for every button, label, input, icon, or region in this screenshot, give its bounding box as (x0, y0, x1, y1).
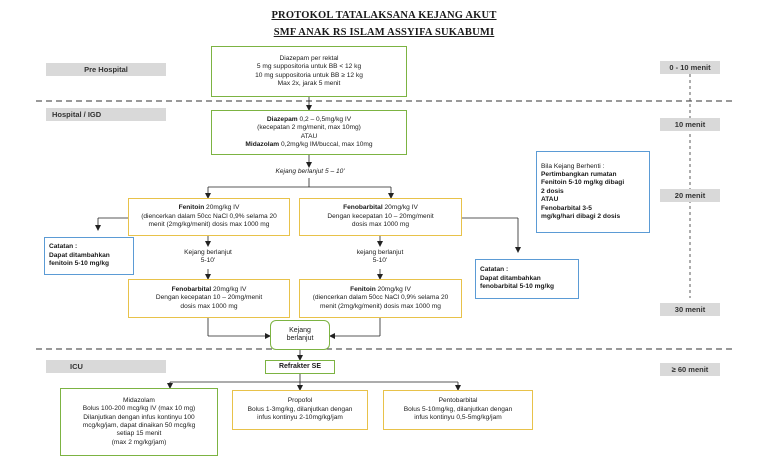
kejang-right-line: 5-10' (372, 257, 388, 265)
propofol-line: Bolus 1-3mg/kg, dilanjutkan dengan (247, 405, 353, 413)
fenitoin-dose: 20mg/kg IV (204, 204, 240, 212)
kejang-berlanjut-right: kejang berlanjut 5-10' (340, 249, 420, 266)
time-60: ≥ 60 menit (660, 363, 720, 376)
kejang-berlanjut-center: Kejang berlanjut (270, 320, 330, 350)
bila-kejang-line: Fenitoin 5-10 mg/kg dibagi (541, 179, 625, 187)
fenitoin-line: (diencerkan dalam 50cc NaCl 0,9% selama … (141, 212, 277, 220)
fenitoin-label: Fenitoin (350, 285, 376, 293)
pentobarbital-line: infus kontinyu 0,5-5mg/kg/jam (414, 414, 502, 422)
kejang-right-line: kejang berlanjut (356, 249, 404, 256)
midazolam-dose: 0,2mg/kg IM/buccal, max 10mg (279, 140, 373, 148)
bila-kejang-berhenti-box: Bila Kejang Berhenti : Pertimbangkan rum… (536, 151, 650, 233)
time-10: 10 menit (660, 118, 720, 131)
midazolam-line: Bolus 100-200 mcg/kg IV (max 10 mg) (82, 405, 196, 413)
kejang-berlanjut-left: Kejang berlanjut 5-10' (168, 249, 248, 266)
phase-icu: ICU (46, 360, 166, 373)
time-20: 20 menit (660, 189, 720, 202)
catatan-left-box: Catatan : Dapat ditambahkan fenitoin 5-1… (44, 237, 134, 275)
catatan-line: Dapat ditambahkan (480, 274, 541, 282)
fenitoin-dose: 20mg/kg IV (375, 285, 411, 293)
pentobarbital-title: Pentobarbital (438, 397, 478, 405)
diazepam-rate: (kecepatan 2 mg/menit, max 10mg) (257, 124, 361, 132)
propofol-box: Propofol Bolus 1-3mg/kg, dilanjutkan den… (232, 390, 368, 430)
time-0-10: 0 - 10 menit (660, 61, 720, 74)
catatan-label: Catatan : (480, 266, 509, 274)
diazepam-rektal-line: 5 mg suppositoria untuk BB < 12 kg (256, 63, 362, 71)
midazolam-line: (max 2 mg/kg/jam) (111, 438, 167, 446)
catatan-label: Catatan : (49, 243, 78, 251)
fenobarbital-line: Dengan kecepatan 10 – 20mg/menit (155, 294, 263, 302)
midazolam-label: Midazolam (245, 140, 280, 148)
catatan-line: fenitoin 5-10 mg/kg (49, 260, 110, 268)
fenobarbital-line: dosis max 1000 mg (180, 302, 238, 310)
bila-kejang-title: Bila Kejang Berhenti : (541, 162, 605, 170)
fenobarbital-label: Fenobarbital (343, 204, 383, 212)
diazepam-rektal-line: Max 2x, jarak 5 menit (277, 79, 341, 87)
page-subtitle: SMF ANAK RS ISLAM ASSYIFA SUKABUMI (273, 27, 495, 38)
bila-kejang-line: mg/kg/hari dibagi 2 dosis (541, 213, 621, 221)
phase-hospital: Hospital / IGD (46, 108, 166, 121)
pentobarbital-line: Bolus 5-10mg/kg, dilanjutkan dengan (403, 405, 513, 413)
propofol-line: infus kontinyu 2-10mg/kg/jam (257, 414, 343, 422)
diazepam-label: Diazepam (266, 115, 298, 123)
bila-kejang-line: Pertimbangkan rumatan (541, 170, 617, 178)
midazolam-title: Midazolam (123, 396, 155, 404)
diazepam-rektal-line: 10 mg suppositoria untuk BB ≥ 12 kg (255, 71, 363, 79)
kejang-center-line: Kejang (289, 326, 311, 334)
diazepam-dose: 0,2 – 0,5mg/kg IV (297, 115, 352, 123)
catatan-line: Dapat ditambahkan (49, 251, 110, 259)
kejang-berlanjut-5-10: Kejang berlanjut 5 – 10' (275, 168, 345, 175)
bila-kejang-line: ATAU (541, 196, 559, 204)
catatan-right-box: Catatan : Dapat ditambahkan fenobarbital… (475, 259, 579, 299)
refrakter-se-box: Refrakter SE (265, 360, 335, 374)
midazolam-line: setiap 15 menit (116, 430, 162, 438)
fenobarbital-dose: 20mg/kg IV (211, 285, 247, 293)
fenitoin-box-2: Fenitoin 20mg/kg IV (diencerkan dalam 50… (299, 279, 462, 318)
kejang-center-line: berlanjut (286, 335, 314, 342)
atau-label: ATAU (300, 132, 318, 140)
fenobarbital-line: dosis max 1000 mg (351, 221, 410, 229)
fenobarbital-box-2: Fenobarbital 20mg/kg IV Dengan kecepatan… (128, 279, 290, 318)
midazolam-box: Midazolam Bolus 100-200 mcg/kg IV (max 1… (60, 388, 218, 456)
bila-kejang-line: Fenobarbital 3-5 (541, 204, 592, 212)
fenitoin-line: menit (2mg/kg/menit) dosis max 1000 mg (320, 302, 441, 310)
propofol-title: Propofol (287, 397, 313, 405)
midazolam-line: mcg/kg/jam, dapat dinaikan 50 mcg/kg (82, 422, 196, 429)
fenitoin-box-1: Fenitoin 20mg/kg IV (diencerkan dalam 50… (128, 198, 290, 236)
page-title: PROTOKOL TATALAKSANA KEJANG AKUT (271, 10, 497, 21)
fenitoin-line: menit (2mg/kg/menit) dosis max 1000 mg (148, 221, 270, 229)
fenobarbital-label: Fenobarbital (171, 285, 212, 293)
fenitoin-label: Fenitoin (178, 204, 205, 212)
fenitoin-line: (diencerkan dalam 50cc NaCl 0,9% selama … (312, 294, 449, 302)
fenobarbital-box-1: Fenobarbital 20mg/kg IV Dengan kecepatan… (299, 198, 462, 236)
midazolam-line: Dilanjutkan dengan infus kontinyu 100 (83, 413, 195, 421)
fenobarbital-line: Dengan kecepatan 10 – 20mg/menit (327, 212, 434, 220)
bila-kejang-line: 2 dosis (541, 187, 564, 195)
kejang-left-line: 5-10' (200, 257, 216, 265)
phase-pre-hospital: Pre Hospital (46, 63, 166, 76)
pentobarbital-box: Pentobarbital Bolus 5-10mg/kg, dilanjutk… (383, 390, 533, 430)
fenobarbital-dose: 20mg/kg IV (382, 204, 418, 212)
kejang-left-line: Kejang berlanjut (184, 249, 232, 256)
diazepam-iv-box: Diazepam 0,2 – 0,5mg/kg IV (kecepatan 2 … (211, 110, 407, 155)
time-30: 30 menit (660, 303, 720, 316)
diazepam-rektal-title: Diazepam per rektal (279, 54, 339, 62)
diazepam-rektal-box: Diazepam per rektal 5 mg suppositoria un… (211, 46, 407, 97)
catatan-line: fenobarbital 5-10 mg/kg (480, 283, 555, 291)
